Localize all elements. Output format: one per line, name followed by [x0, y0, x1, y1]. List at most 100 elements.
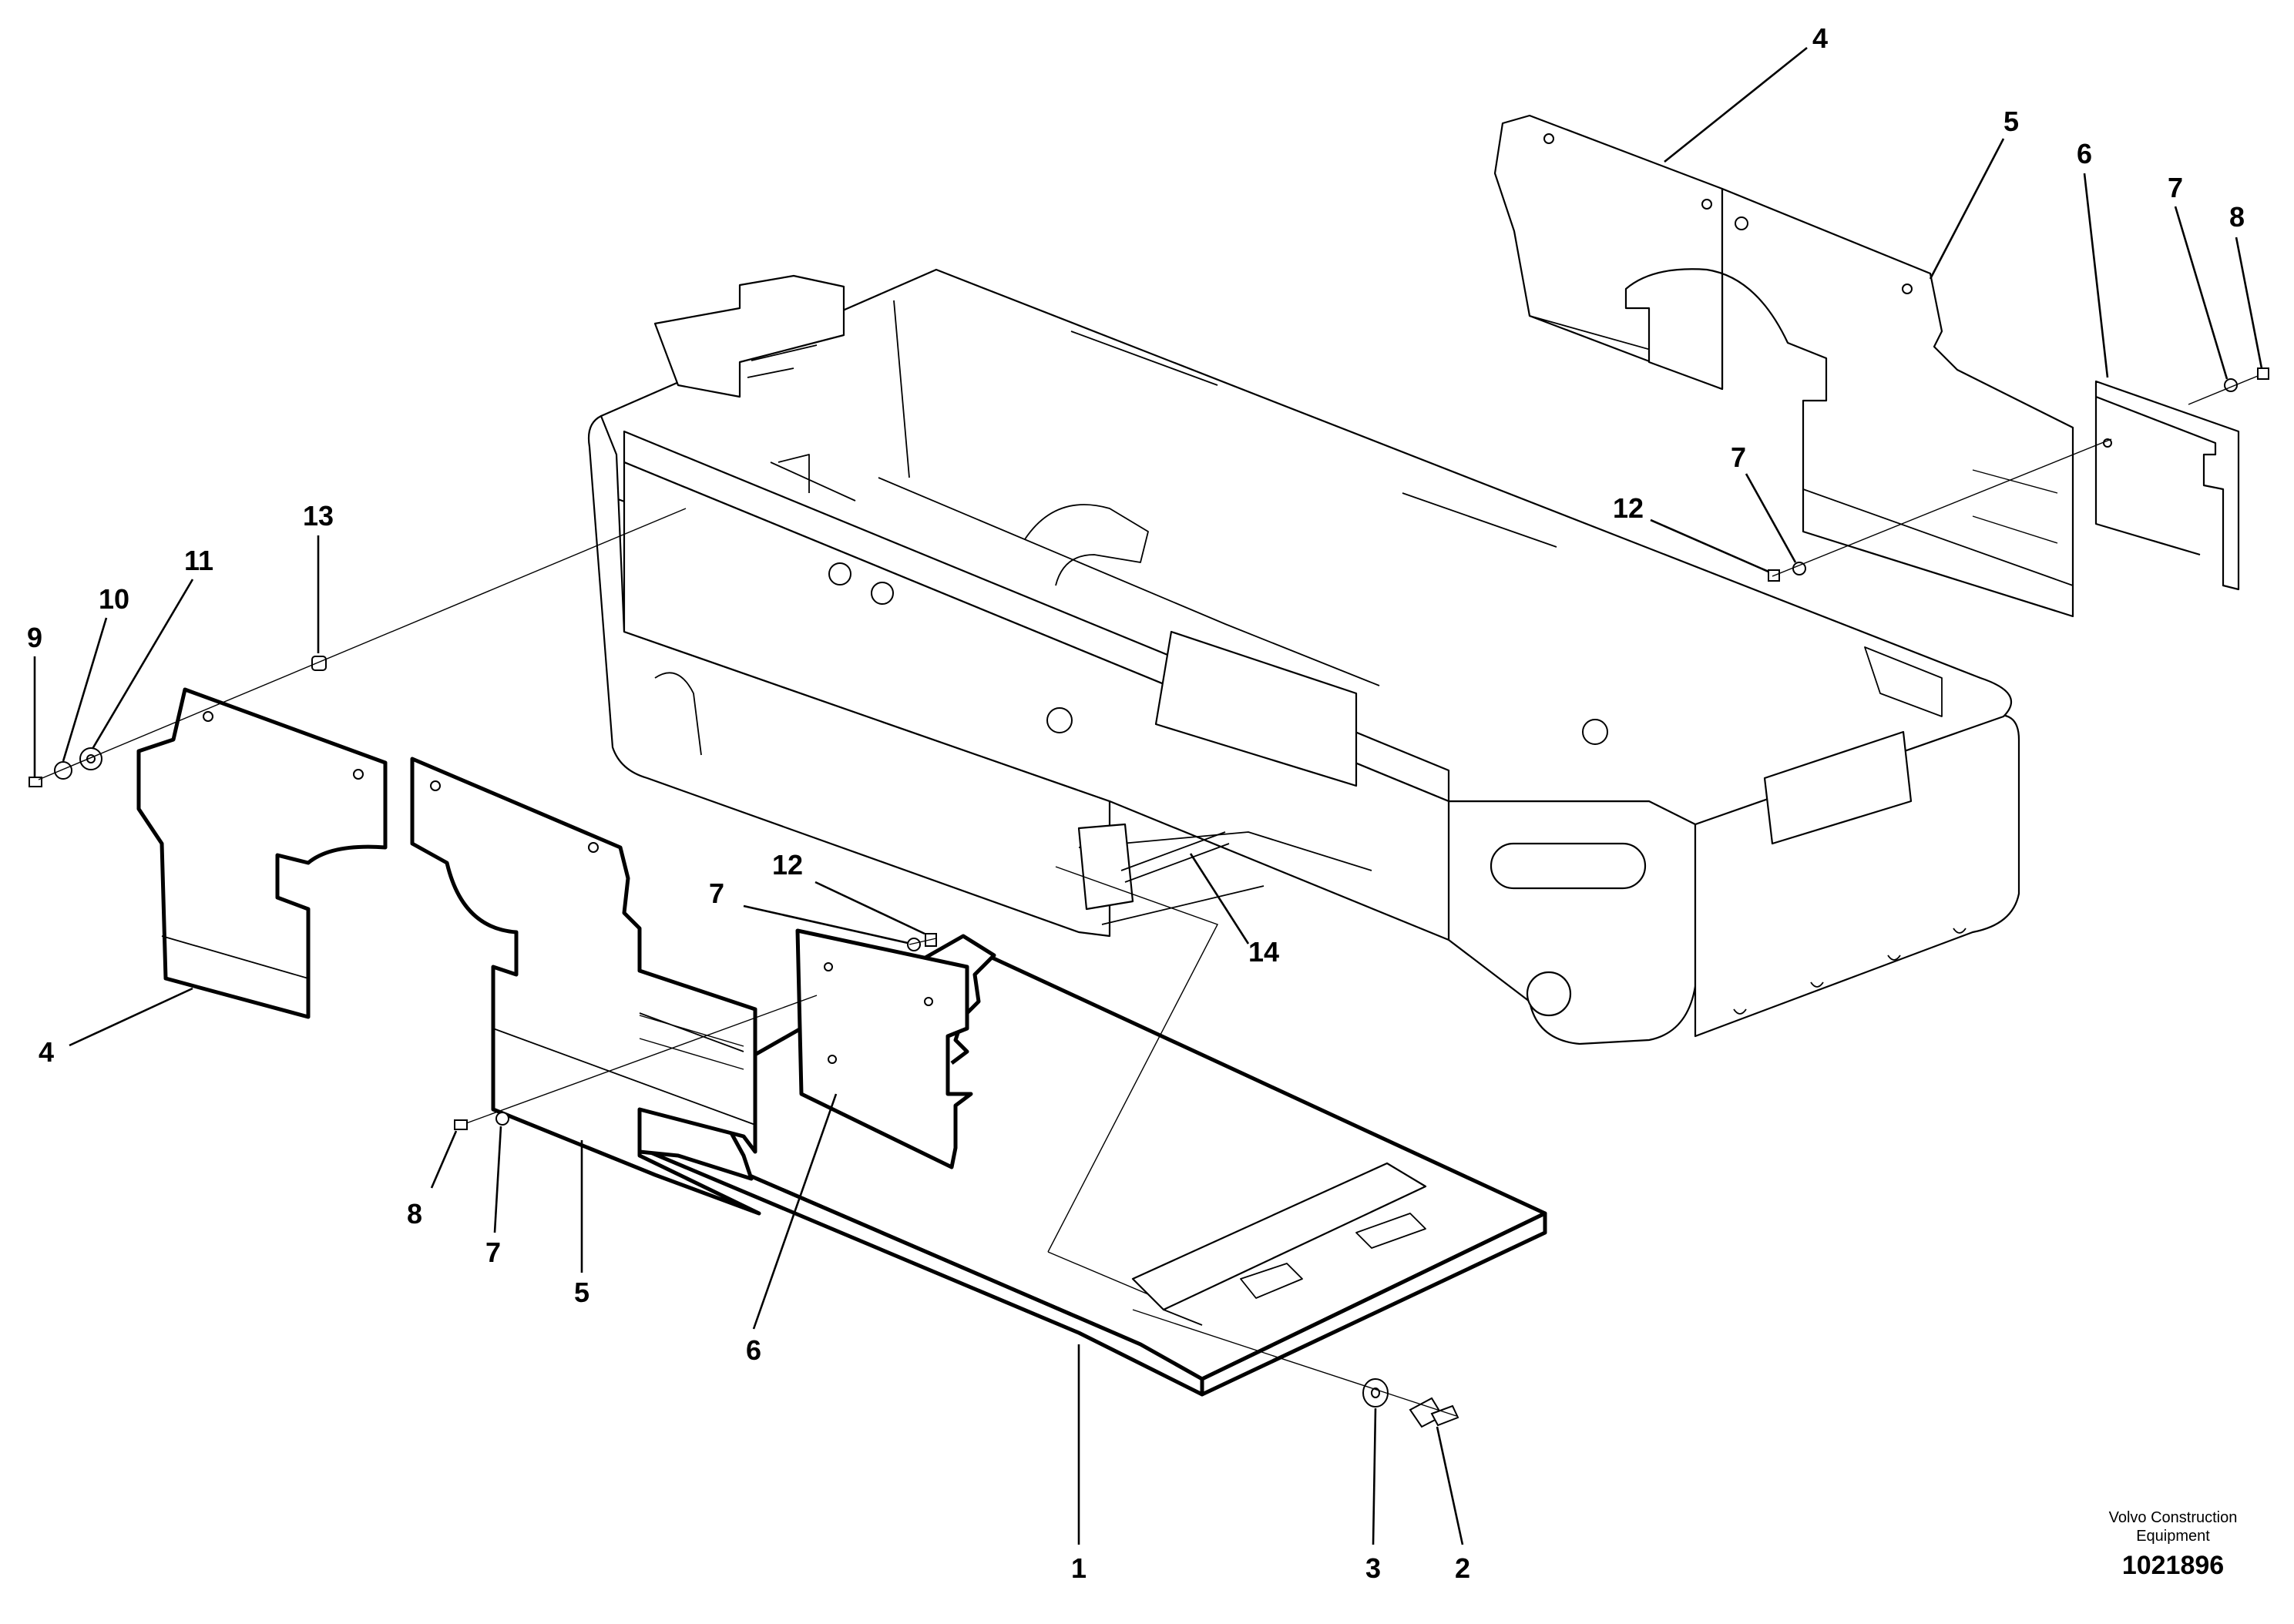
callout-label: 4: [39, 1036, 54, 1068]
callout-label: 14: [1248, 936, 1279, 968]
callout-label: 13: [303, 500, 334, 532]
frame-lower-rail: [1078, 831, 1372, 925]
leader-10: [62, 617, 108, 762]
plate-6-rear: [2094, 380, 2240, 591]
leader-4b: [69, 987, 193, 1047]
shield-5-slots: [639, 1015, 744, 1070]
leader-8a: [2235, 237, 2263, 369]
callout-label: 1: [1071, 1552, 1087, 1584]
frame-scallops: [1733, 928, 1967, 1015]
frame-left-face: [587, 414, 1111, 938]
part-5-shield-front: [410, 757, 761, 1216]
callout-label: 7: [1731, 441, 1746, 473]
leader-3: [1372, 1408, 1377, 1545]
plate-hole: [924, 997, 933, 1006]
rod-14: [1120, 831, 1230, 883]
axis-line: [1047, 866, 1218, 1253]
shield-5-front: [410, 757, 761, 1216]
axis-line: [909, 938, 937, 945]
callouts: 4 5 6 7 8 7 12 13 9 10 11 4 12 7 14 8 7 …: [27, 22, 2245, 1584]
plate-hole: [824, 962, 833, 971]
frame-end-hole: [1526, 971, 1572, 1017]
leader-8b: [430, 1130, 458, 1189]
frame-inner-details: [654, 300, 1557, 756]
shield-5-rear: [1624, 187, 2074, 618]
axis-line: [2188, 375, 2259, 405]
plate-6-front: [795, 928, 973, 1169]
screw-8: [2257, 367, 2269, 380]
callout-label: 7: [2168, 172, 2183, 203]
axis-line: [1047, 1251, 1149, 1295]
leader-5a: [1929, 138, 2005, 280]
washer-7: [907, 938, 921, 951]
assembly-lines: [38, 375, 2259, 1417]
leader-12a: [1650, 518, 1769, 573]
spacer-10: [54, 761, 72, 780]
callout-label: 12: [1613, 492, 1644, 524]
callout-label: 8: [407, 1198, 422, 1230]
bottom-plate-bracket: [1131, 1162, 1427, 1311]
callout-label: 2: [1455, 1552, 1470, 1584]
shield-4-fold: [161, 935, 309, 979]
screw-8: [454, 1119, 468, 1130]
bracket-slots: [747, 344, 818, 378]
shield-hole: [203, 711, 213, 722]
callout-label: 7: [709, 877, 724, 909]
shield-hole: [1543, 133, 1554, 144]
axis-line: [38, 508, 687, 780]
frame-end-slot: [1490, 842, 1647, 890]
part-4-shield-front: [136, 687, 388, 1019]
leader-11: [91, 579, 194, 750]
bolt-2-shank: [1430, 1404, 1459, 1427]
leader-2: [1436, 1426, 1464, 1545]
shield-hole: [353, 769, 364, 780]
shield-hole: [1735, 216, 1748, 230]
shield-hole: [588, 842, 599, 853]
frame-bolt: [1582, 719, 1608, 745]
shield-hole: [1902, 284, 1913, 294]
callout-label: 8: [2229, 201, 2245, 233]
leader-14: [1189, 853, 1250, 945]
bottom-plate-edge-right: [1200, 1211, 1547, 1397]
frame-rear-plate: [1864, 646, 1943, 717]
shield-5-rear-slots: [1972, 469, 2058, 544]
leader-7c: [743, 904, 909, 945]
leader-4a: [1664, 46, 1808, 163]
leader-lines: [33, 46, 2263, 1545]
sleeve-13: [311, 656, 327, 671]
shield-5-fold: [492, 1012, 756, 1126]
callout-label: 6: [746, 1334, 761, 1366]
part-1-bottom-plate: [630, 934, 1547, 1397]
callout-label: 5: [574, 1277, 589, 1308]
frame-top-bracket: [653, 274, 845, 398]
bottom-plate-cutouts: [1163, 1213, 1426, 1326]
axis-line: [1132, 1309, 1457, 1417]
callout-label: 12: [772, 849, 803, 881]
frame-corner-bracket: [1763, 730, 1913, 845]
leader-7a: [2174, 206, 2229, 380]
leader-12b: [814, 881, 925, 935]
callout-label: 6: [2077, 138, 2092, 169]
figure-number: 1021896: [2122, 1551, 2224, 1580]
bottom-plate-top: [630, 934, 1547, 1381]
frame-cross-member: [1154, 630, 1358, 787]
hardware: [29, 367, 2269, 1428]
callout-label: 5: [2003, 106, 2019, 137]
frame-hinge-block: [1077, 823, 1134, 911]
plate-hole: [828, 1055, 837, 1064]
washer-7: [495, 1112, 509, 1126]
leader-7d: [493, 1126, 502, 1233]
leader-6a: [2083, 173, 2109, 378]
shield-hole: [1701, 199, 1712, 210]
brand-line-2: Equipment: [2136, 1528, 2210, 1545]
shield-hole: [430, 780, 441, 791]
callout-label: 10: [99, 583, 129, 615]
callout-label: 3: [1365, 1552, 1381, 1584]
frame-end-face: [1447, 800, 1697, 1045]
callout-label: 4: [1812, 22, 1828, 54]
part-6-plate-front: [795, 928, 973, 1169]
washer-7: [1792, 562, 1806, 575]
brand-line-1: Volvo Construction: [2109, 1509, 2238, 1526]
